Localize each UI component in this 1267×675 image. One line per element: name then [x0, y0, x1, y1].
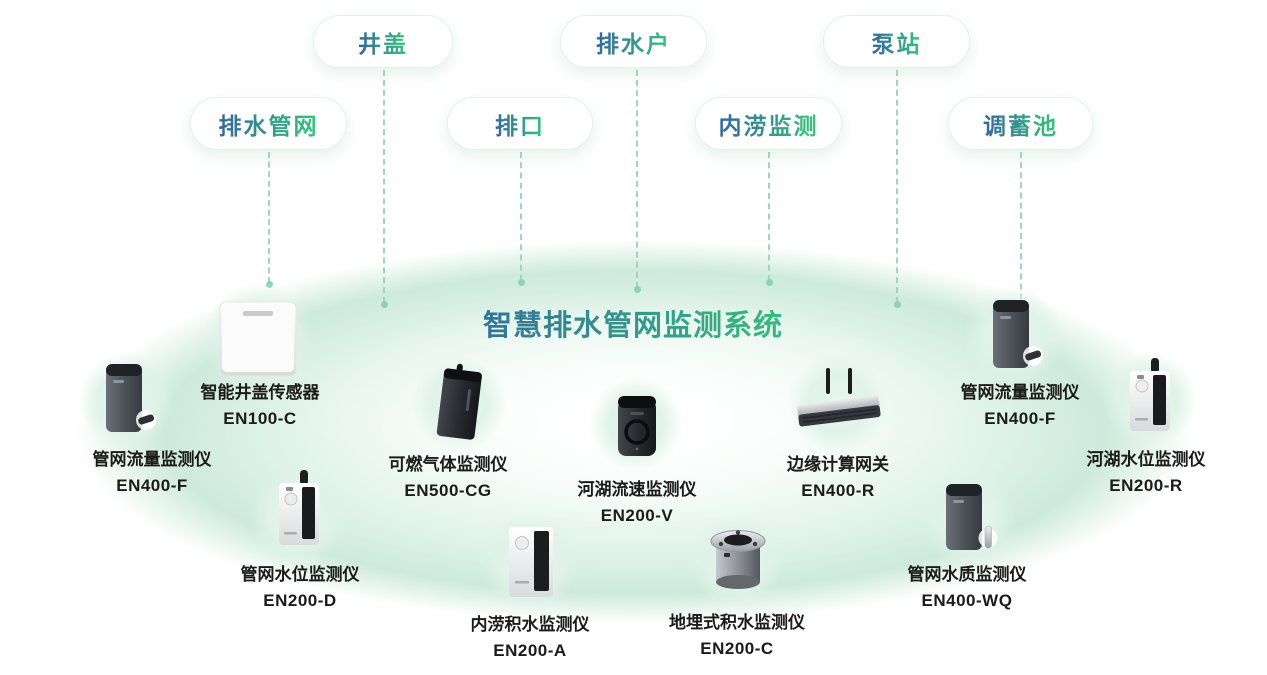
device-label: 内涝积水监测仪 EN200-A: [420, 612, 640, 664]
pipe-flow-monitor-left-image: [98, 356, 158, 442]
pill-pump-station: 泵站: [823, 15, 970, 68]
pill-label: 调蓄池: [983, 107, 1058, 141]
device-label: 管网流量监测仪 EN400-F: [910, 380, 1130, 432]
pill-label: 内涝监测: [719, 107, 819, 141]
device-label: 管网水位监测仪 EN200-D: [190, 562, 410, 614]
river-level-monitor-image: [1122, 358, 1178, 436]
pill-label: 泵站: [872, 25, 922, 59]
device-model: EN100-C: [223, 409, 297, 428]
pipe-level-monitor-image: [271, 470, 327, 550]
device-model: EN200-R: [1109, 476, 1183, 495]
device-model: EN200-D: [263, 591, 337, 610]
pill-outlet: 排口: [447, 97, 593, 150]
pill-storage-tank: 调蓄池: [948, 97, 1093, 150]
pill-label: 排水管网: [219, 107, 319, 141]
device-model: EN400-WQ: [921, 591, 1013, 610]
pill-manhole-cover: 井盖: [313, 15, 453, 68]
device-model: EN200-C: [700, 639, 774, 658]
device-label: 管网流量监测仪 EN400-F: [42, 447, 262, 499]
device-name: 边缘计算网关: [787, 455, 889, 474]
device-model: EN200-A: [493, 641, 567, 660]
device-model: EN400-F: [984, 409, 1056, 428]
pill-label: 井盖: [358, 25, 408, 59]
dashed-connector: [518, 152, 525, 286]
device-name: 管网流量监测仪: [960, 383, 1080, 402]
pill-drainage-user: 排水户: [560, 15, 707, 68]
water-quality-monitor-image: [938, 476, 1000, 558]
device-label: 河湖流速监测仪 EN200-V: [527, 477, 747, 529]
device-name: 智能井盖传感器: [200, 383, 320, 402]
device-name: 管网水位监测仪: [240, 565, 360, 584]
dashed-connector: [894, 70, 901, 308]
pill-label: 排口: [495, 107, 545, 141]
manhole-sensor-image: [218, 300, 298, 378]
device-model: EN200-V: [600, 506, 674, 525]
system-title: 智慧排水管网监测系统: [433, 302, 833, 344]
device-name: 地埋式积水监测仪: [669, 613, 805, 632]
device-label: 边缘计算网关 EN400-R: [728, 452, 948, 504]
dashed-connector: [634, 70, 641, 293]
gas-monitor-image: [426, 362, 492, 448]
device-name: 管网水质监测仪: [907, 565, 1027, 584]
device-label: 地埋式积水监测仪 EN200-C: [627, 610, 847, 662]
device-name: 管网流量监测仪: [92, 450, 212, 469]
device-name: 可燃气体监测仪: [388, 455, 508, 474]
pill-waterlogging-monitoring: 内涝监测: [695, 97, 842, 150]
device-model: EN400-F: [116, 476, 188, 495]
device-label: 可燃气体监测仪 EN500-CG: [338, 452, 558, 504]
dashed-connector: [381, 70, 388, 308]
device-name: 内涝积水监测仪: [470, 615, 590, 634]
dashed-connector: [766, 152, 773, 286]
device-model: EN500-CG: [404, 481, 492, 500]
pill-drainage-network: 排水管网: [190, 97, 347, 150]
waterlogging-monitor-image: [501, 521, 561, 601]
buried-water-monitor-image: [705, 520, 771, 594]
device-label: 管网水质监测仪 EN400-WQ: [857, 562, 1077, 614]
device-label: 智能井盖传感器 EN100-C: [150, 380, 370, 432]
device-model: EN400-R: [801, 481, 875, 500]
flow-velocity-monitor-image: [613, 392, 661, 458]
device-name: 河湖水位监测仪: [1086, 450, 1206, 469]
dashed-connector: [266, 152, 273, 288]
pill-label: 排水户: [596, 25, 671, 59]
device-name: 河湖流速监测仪: [577, 480, 697, 499]
pipe-flow-monitor-right-image: [985, 292, 1045, 378]
edge-gateway-image: [786, 366, 890, 438]
device-label: 河湖水位监测仪 EN200-R: [1036, 447, 1256, 499]
